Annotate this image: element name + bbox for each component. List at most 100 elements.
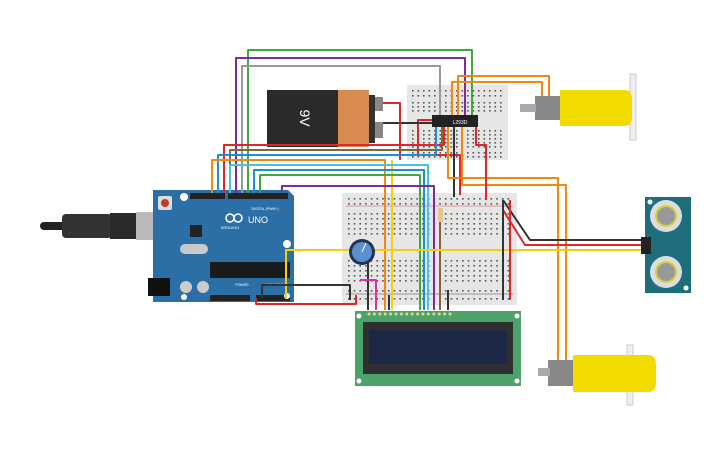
breadboard-hole bbox=[444, 290, 447, 292]
breadboard-hole bbox=[405, 275, 407, 277]
breadboard-hole bbox=[483, 130, 486, 132]
breadboard-hole bbox=[423, 106, 425, 108]
breadboard-hole bbox=[393, 280, 396, 282]
breadboard-hole bbox=[500, 106, 502, 108]
breadboard-hole bbox=[484, 270, 487, 272]
lcd-pin bbox=[394, 312, 398, 316]
breadboard-hole bbox=[382, 233, 384, 235]
breadboard-hole bbox=[382, 223, 384, 225]
breadboard-hole bbox=[467, 298, 470, 300]
breadboard-hole bbox=[353, 228, 356, 230]
breadboard-hole bbox=[484, 213, 487, 215]
breadboard-hole bbox=[456, 156, 458, 158]
breadboard-hole bbox=[348, 280, 350, 282]
breadboard-hole bbox=[467, 280, 470, 282]
breadboard-hole bbox=[434, 146, 436, 148]
breadboard-hole bbox=[417, 156, 420, 158]
breadboard-hole bbox=[450, 138, 453, 140]
breadboard-hole bbox=[450, 198, 453, 200]
dc-motor-top[interactable] bbox=[520, 73, 637, 141]
breadboard-hole bbox=[428, 138, 431, 140]
breadboard-hole bbox=[479, 218, 481, 220]
breadboard-hole bbox=[456, 142, 458, 144]
breadboard-hole bbox=[423, 130, 425, 132]
breadboard-hole bbox=[479, 233, 481, 235]
breadboard-hole bbox=[484, 218, 487, 220]
usb-cable[interactable] bbox=[40, 212, 170, 240]
breadboard-hole bbox=[450, 218, 453, 220]
breadboard-hole bbox=[370, 265, 373, 267]
breadboard-hole bbox=[359, 198, 361, 200]
breadboard-hole bbox=[483, 138, 486, 140]
breadboard-hole bbox=[376, 228, 379, 230]
breadboard-hole bbox=[507, 203, 510, 205]
breadboard-hole bbox=[479, 198, 481, 200]
breadboard-hole bbox=[456, 233, 458, 235]
breadboard-hole bbox=[483, 106, 486, 108]
breadboard-hole bbox=[456, 134, 458, 136]
breadboard-hole bbox=[405, 233, 407, 235]
breadboard-hole bbox=[444, 198, 447, 200]
breadboard-hole bbox=[399, 260, 401, 262]
breadboard-hole bbox=[484, 275, 487, 277]
breadboard-hole bbox=[365, 228, 367, 230]
breadboard-hole bbox=[456, 110, 458, 112]
breadboard-hole bbox=[479, 270, 481, 272]
dc-motor-bottom[interactable] bbox=[538, 344, 656, 406]
breadboard-hole bbox=[410, 198, 413, 200]
breadboard-hole bbox=[412, 102, 414, 104]
breadboard-hole bbox=[444, 218, 447, 220]
lcd-16x2[interactable] bbox=[355, 311, 521, 386]
breadboard-hole bbox=[422, 290, 424, 292]
arduino-uno-board[interactable]: ARDUINO UNO DIGITAL (PWM~) POWER ANALOG … bbox=[148, 190, 294, 302]
breadboard-hole bbox=[456, 138, 458, 140]
breadboard-hole bbox=[479, 223, 481, 225]
breadboard-hole bbox=[467, 134, 469, 136]
breadboard-hole bbox=[428, 106, 431, 108]
breadboard-hole bbox=[472, 146, 475, 148]
breadboard-hole bbox=[496, 228, 498, 230]
breadboard-hole bbox=[489, 130, 491, 132]
breadboard-hole bbox=[393, 270, 396, 272]
breadboard-hole bbox=[387, 223, 390, 225]
battery-label: 9V bbox=[297, 109, 313, 127]
breadboard-hole bbox=[500, 142, 502, 144]
breadboard-hole bbox=[450, 203, 453, 205]
breadboard-hole bbox=[507, 270, 510, 272]
breadboard-hole bbox=[393, 198, 396, 200]
breadboard-hole bbox=[473, 280, 475, 282]
battery-9v[interactable]: 9V bbox=[267, 90, 383, 147]
potentiometer[interactable] bbox=[349, 239, 375, 265]
breadboard-hole bbox=[456, 270, 458, 272]
ultrasonic-sensor[interactable] bbox=[641, 197, 691, 293]
breadboard-hole bbox=[353, 280, 356, 282]
breadboard-hole bbox=[494, 95, 497, 97]
breadboard-hole bbox=[370, 275, 373, 277]
breadboard-hole bbox=[417, 102, 420, 104]
l293d-label: L293D bbox=[453, 120, 468, 126]
breadboard-hole bbox=[456, 228, 458, 230]
breadboard-hole bbox=[484, 298, 487, 300]
lcd-pin bbox=[421, 312, 425, 316]
breadboard-hole bbox=[353, 218, 356, 220]
breadboard-hole bbox=[416, 228, 418, 230]
breadboard-hole bbox=[412, 138, 414, 140]
breadboard-hole bbox=[467, 265, 470, 267]
breadboard-hole bbox=[479, 213, 481, 215]
breadboard-hole bbox=[461, 102, 464, 104]
breadboard-hole bbox=[462, 218, 464, 220]
breadboard-hole bbox=[462, 198, 464, 200]
breadboard-hole bbox=[405, 198, 407, 200]
breadboard-hole bbox=[483, 134, 486, 136]
breadboard-hole bbox=[423, 134, 425, 136]
breadboard-hole bbox=[494, 106, 497, 108]
breadboard-hole bbox=[472, 138, 475, 140]
breadboard-hole bbox=[405, 270, 407, 272]
breadboard-hole bbox=[439, 130, 442, 132]
lcd-pin bbox=[443, 312, 447, 316]
breadboard-hole bbox=[444, 223, 447, 225]
breadboard-hole bbox=[473, 298, 475, 300]
breadboard-hole bbox=[494, 134, 497, 136]
breadboard-hole bbox=[382, 270, 384, 272]
